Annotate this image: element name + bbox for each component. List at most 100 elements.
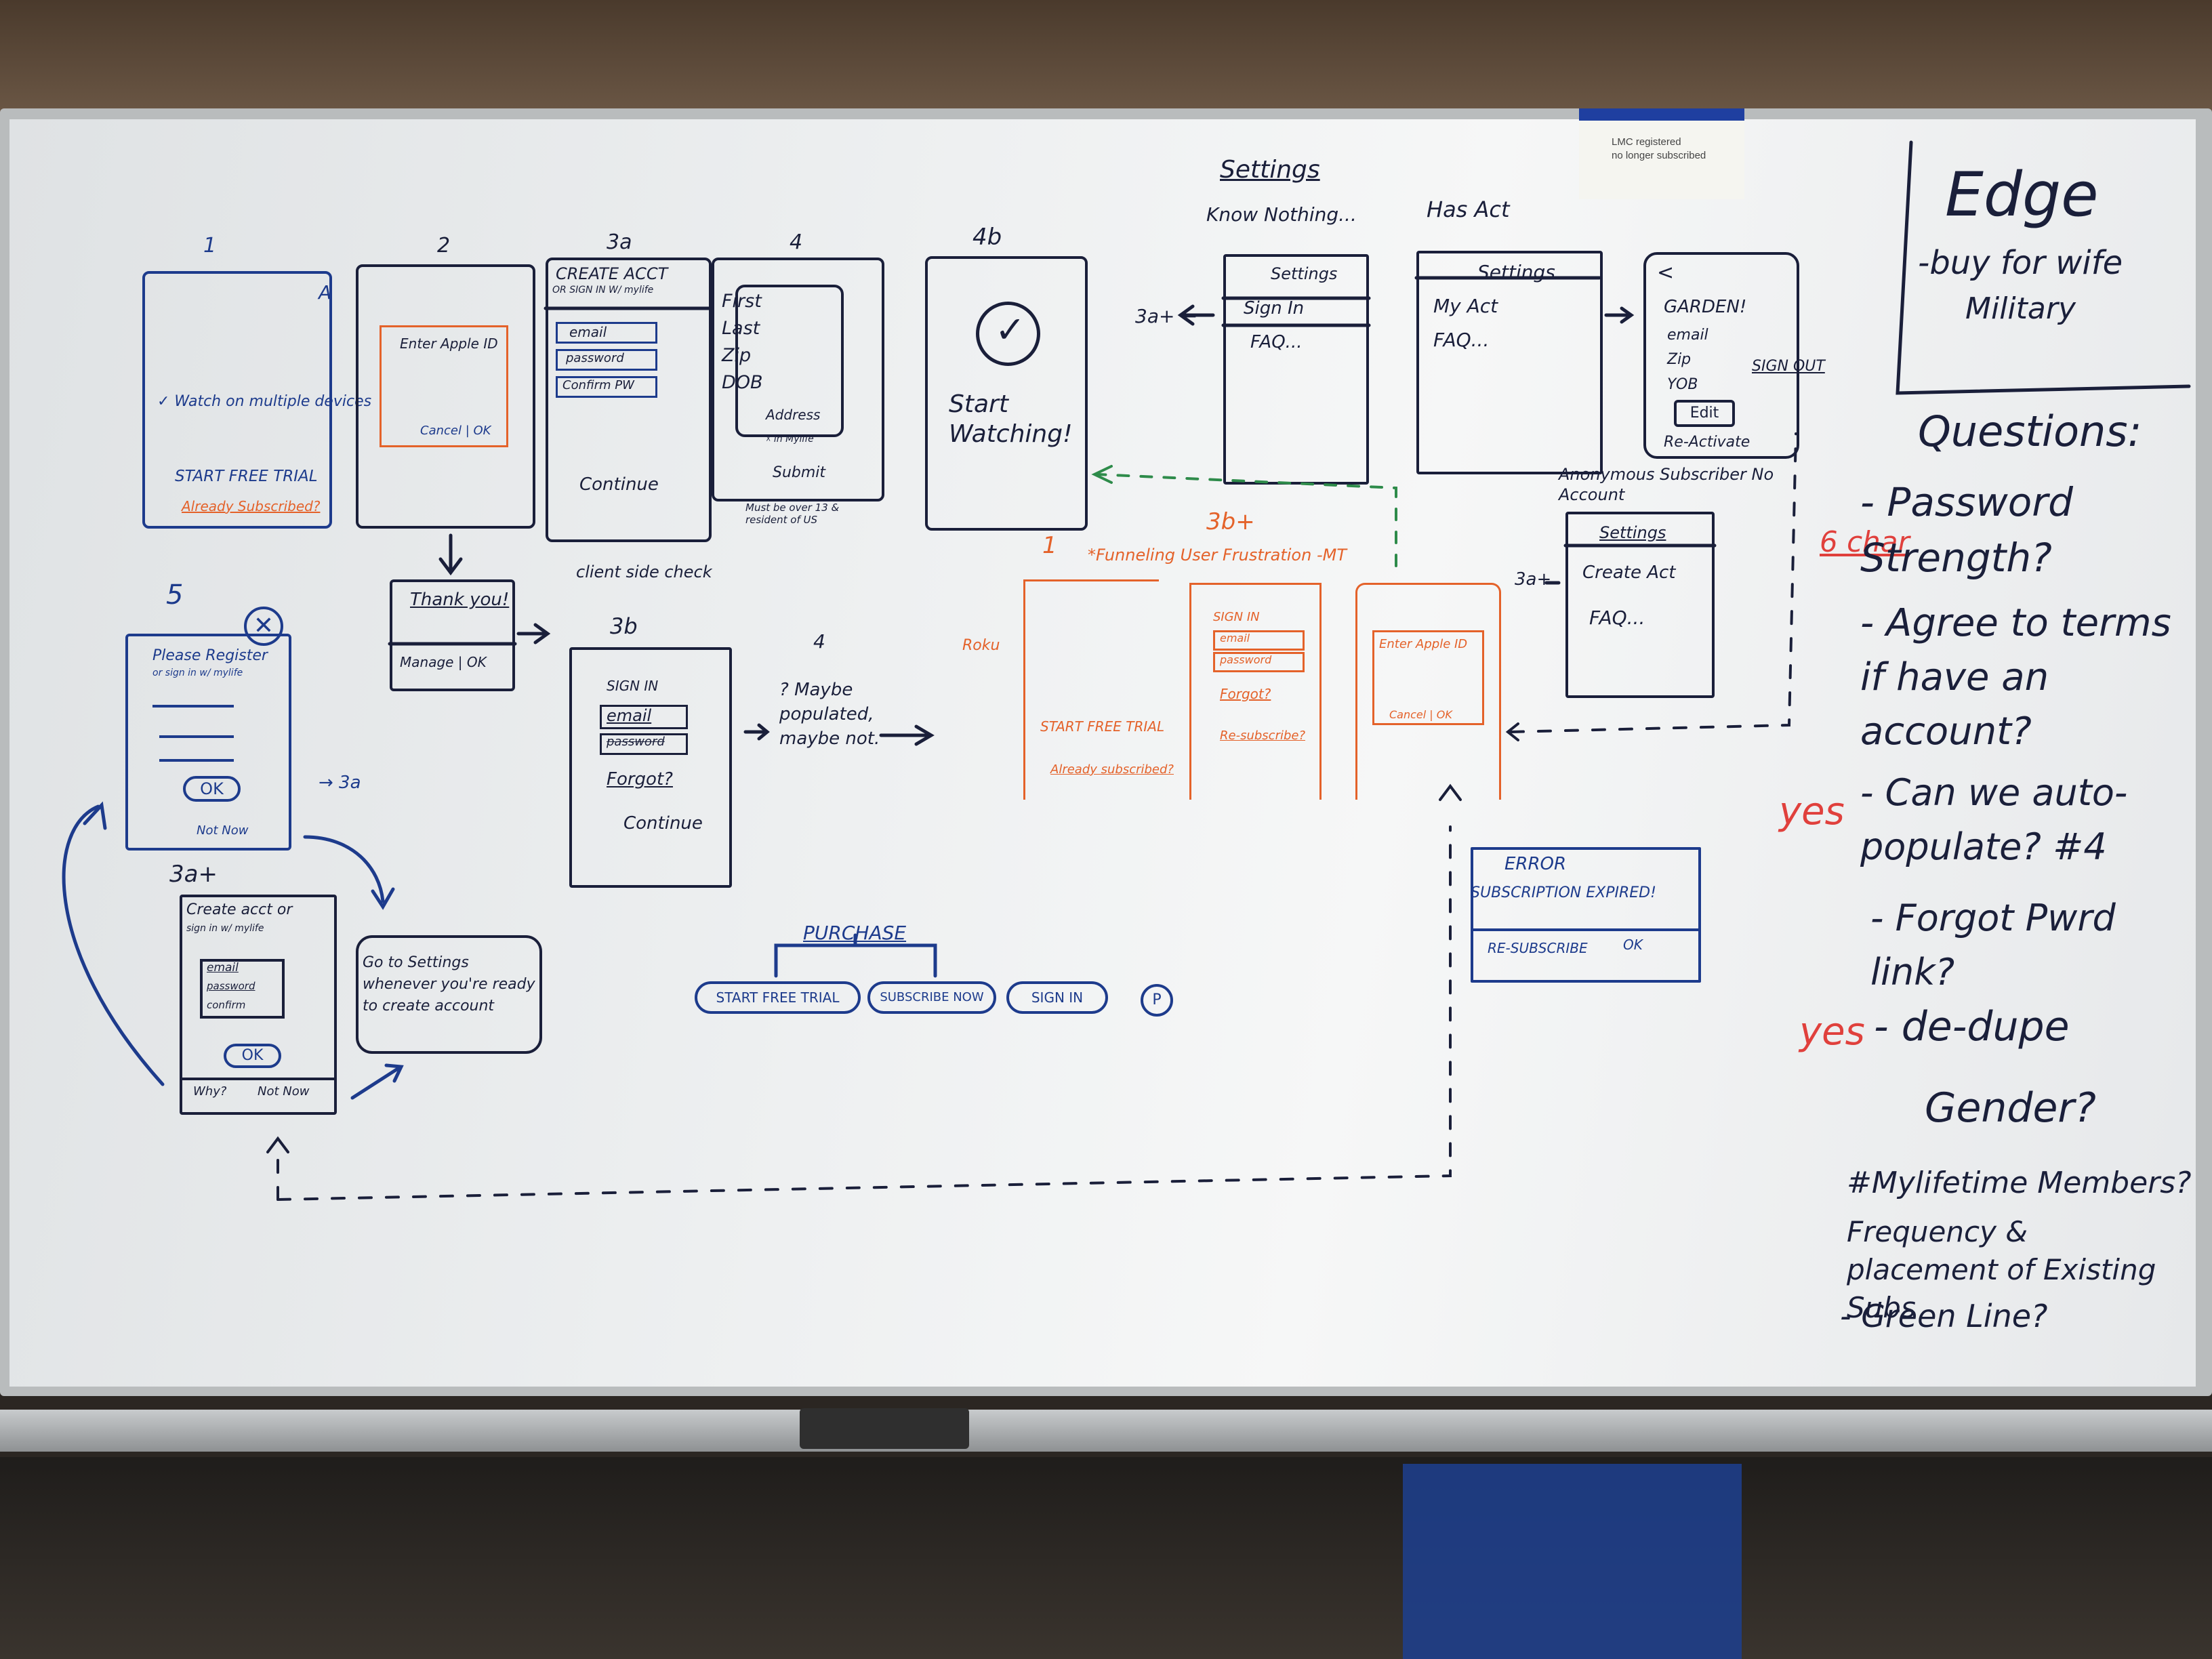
marker-tray [0,1410,2212,1452]
screen-3a-password-field [556,349,657,371]
screen-4-button: Submit [773,464,826,481]
settings-panel3-edit: Edit [1674,400,1735,427]
screen-4-field-first: First [722,291,762,312]
orange-screen-3-frame [1355,583,1501,800]
settings-panel2-item-0: My Act [1433,295,1498,317]
dashed-arrow-head-up [266,1136,289,1153]
floor [0,1457,2212,1659]
question-3: - Can we auto-populate? #4 [1860,771,2128,868]
screen-3b-button: Continue [623,813,703,834]
loop-arrow-left [62,804,165,1086]
screen-3at-form [200,959,285,1019]
orange-screen-1-link: Already subscribed? [1050,762,1174,777]
orange-flow-step: 1 [1042,532,1057,559]
screen-3at-why: Why? [193,1084,227,1099]
screen-3at-ok: OK [224,1044,281,1068]
screen-3a-number: 3a [607,230,632,254]
arrow-panel2-right [1604,306,1635,324]
error-dialog [1471,847,1701,983]
screen-3at-email: email [207,961,239,975]
screen-5-line-3 [159,759,234,762]
screen-5-number: 5 [166,579,184,611]
question-9: - Green Line? [1840,1298,2048,1334]
anonymous-title: Anonymous Subscriber No Account [1559,465,1774,504]
eraser [800,1408,969,1449]
error-message: SUBSCRIPTION EXPIRED! [1471,884,1656,901]
settings-panel3-item-0: GARDEN! [1664,297,1747,317]
questions-yes-1: yes [1779,790,1845,834]
screen-4-form [735,285,844,437]
orange-screen-2-title: SIGN IN [1213,610,1260,624]
orange-screen-1-cta: START FREE TRIAL [1040,718,1165,735]
dashed-arrow-head-error [1439,783,1462,801]
screen-3at-frame [180,895,337,1115]
screen-4b-number: 4b [972,224,1002,251]
anonymous-panel-title: Settings [1599,523,1666,542]
question-2: - Agree to terms if have an account? [1860,601,2171,754]
dashed-line-right [1510,432,1797,733]
error-resubscribe: RE-SUBSCRIBE [1488,940,1588,956]
screen-3a-email: email [569,324,607,340]
edge-box-outline [1896,140,2191,395]
screen-4-number: 4 [790,230,803,254]
settings-panel2-frame [1416,251,1603,474]
settings-panel1-item-1: FAQ... [1250,332,1303,352]
arrow-to-settings-note-head [371,887,395,910]
screen-3at-password: password [207,980,255,992]
goto-settings-box [356,935,542,1054]
screen-4b-text: Start Watching! [949,390,1073,448]
orange-flow-side-label: Roku [962,637,1000,654]
screen-3a-confirm: Confirm PW [562,378,634,392]
settings-panel1-title: Settings [1271,264,1338,283]
settings-panel1-frame [1223,254,1369,485]
sticky-line-2: no longer subscribed [1612,150,1706,161]
screen-3at-title: Create acct or [186,901,293,918]
screen-3at-number: 3a+ [169,861,218,888]
maybe-text: ? Maybe populated, maybe not. [779,680,880,749]
error-title: ERROR [1504,854,1567,874]
screen-4-field-list: First Last Zip DOB [722,288,763,396]
anonymous-item-1: FAQ... [1589,607,1645,629]
screen-3a-confirm-field [556,376,657,398]
anonymous-panel-frame [1565,512,1715,698]
wall-background [0,0,2212,115]
screen-4b-frame [925,256,1088,531]
edge-line-1: -buy for wife [1918,244,2123,282]
question-7: #Mylifetime Members? [1847,1166,2192,1200]
screen-1-frame [142,271,332,529]
screen-5-arrow-label: → 3a [319,773,361,793]
settings-panel3-back-icon[interactable]: < [1657,261,1675,285]
settings-panel3-frame [1643,252,1799,459]
screen-4-field-zip: Zip [722,345,752,366]
orange-screen-2-link: Re-subscribe? [1220,729,1306,743]
screen-2-buttons: Cancel | OK [420,424,491,438]
orange-screen-1-frame [1023,579,1159,800]
sticky-line-1: LMC registered [1612,136,1681,148]
blue-bin [1403,1464,1742,1659]
screen-5-subtitle: or sign in w/ mylife [152,668,243,678]
screen-5-frame [125,634,291,851]
screen-3b-forgot: Forgot? [607,769,673,790]
arrow-to-settings-note [303,835,385,903]
question-6: Gender? [1925,1084,2096,1132]
green-arrow-head [1091,465,1113,484]
settings-panel2-item-1: FAQ... [1433,329,1490,351]
settings-panel3-signout: SIGN OUT [1752,358,1825,375]
screen-1-link: Already Subscribed? [182,498,321,514]
screen-3a-subtitle: OR SIGN IN W/ mylife [552,285,654,295]
error-divider [1471,928,1701,931]
screen-3b-password-field [600,733,688,755]
questions-heading: Questions: [1918,407,2142,456]
thank-you-title: Thank you! [410,590,510,610]
orange-screen-3-field: Enter Apple ID [1379,637,1468,651]
screen-5-line-2 [159,735,234,738]
settings-panel1-item-0: Sign In [1244,298,1305,319]
maybe-number: 4 [813,630,825,653]
screen-4-check: ☓ in Mylife [766,434,814,445]
screen-3at-subtitle: sign in w/ mylife [186,923,264,934]
question-5: - de-dupe [1874,1003,2070,1050]
screen-3at-divider [180,1078,337,1080]
screen-3b-email-field [600,705,688,729]
settings-has-act: Has Act [1427,197,1510,222]
